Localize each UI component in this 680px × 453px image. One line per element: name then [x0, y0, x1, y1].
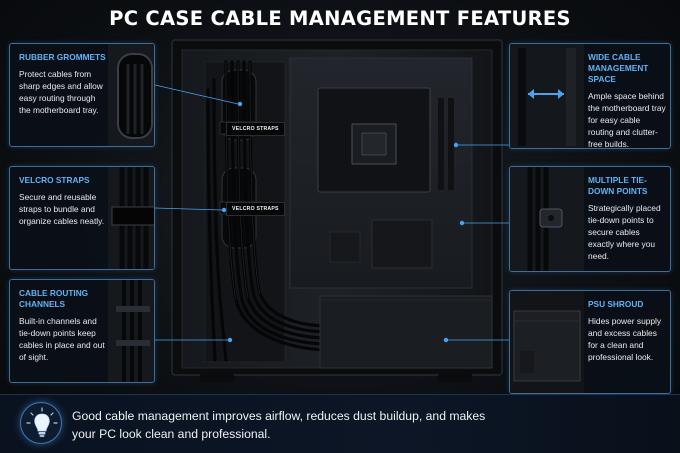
panel-multiple-tie-down-points: MULTIPLE TIE-DOWN POINTS Strategically p… [509, 166, 671, 272]
footer-text: Good cable management improves airflow, … [72, 409, 486, 441]
panel-description: Ample space behind the motherboard tray … [588, 91, 666, 149]
page-title: PC CASE CABLE MANAGEMENT FEATURES [109, 7, 571, 30]
panel-description: Secure and reusable straps to bundle and… [19, 192, 105, 226]
panel-psu-shroud: PSU SHROUD Hides power supply and excess… [509, 290, 671, 394]
panel-title: VELCRO STRAPS [19, 175, 90, 185]
case-foot-left [200, 374, 234, 382]
panel-description: Hides power supply and excess cables for… [588, 316, 662, 362]
panel-cable-routing-channels: CABLE ROUTING CHANNELS Built-in channels… [9, 279, 155, 383]
callout-line-velcro [154, 207, 223, 211]
velcro-strap-label-2: VELCRO STRAPS [226, 202, 285, 216]
callout-line-grommets [154, 84, 239, 105]
footer-banner: Good cable management improves airflow, … [0, 394, 680, 453]
panel-wide-cable-management-space: WIDE CABLE MANAGEMENT SPACE Ample space … [509, 43, 671, 149]
panel-title: WIDE CABLE MANAGEMENT SPACE [588, 52, 649, 84]
cable-routing-thumbnail [108, 280, 154, 382]
psu-shroud-thumbnail [510, 291, 584, 393]
lightbulb-icon [20, 402, 62, 444]
velcro-strap-label-1: VELCRO STRAPS [226, 122, 285, 136]
panel-title: RUBBER GROMMETS [19, 52, 106, 62]
panel-rubber-grommets: RUBBER GROMMETS Protect cables from shar… [9, 43, 155, 147]
wide-space-thumbnail [510, 44, 584, 148]
panel-title: MULTIPLE TIE-DOWN POINTS [588, 175, 648, 196]
panel-description: Strategically placed tie-down points to … [588, 203, 661, 261]
tie-down-thumbnail [510, 167, 584, 271]
panel-description: Protect cables from sharp edges and allo… [19, 69, 103, 115]
panel-description: Built-in channels and tie-down points ke… [19, 316, 105, 362]
panel-title: CABLE ROUTING CHANNELS [19, 288, 89, 309]
case-foot-right [438, 374, 472, 382]
psu-shroud [319, 295, 493, 369]
panel-title: PSU SHROUD [588, 299, 644, 309]
rubber-grommet-thumbnail [108, 44, 154, 146]
velcro-strap-thumbnail [108, 167, 154, 269]
tray-cutout [371, 219, 433, 269]
panel-velcro-straps: VELCRO STRAPS Secure and reusable straps… [9, 166, 155, 270]
